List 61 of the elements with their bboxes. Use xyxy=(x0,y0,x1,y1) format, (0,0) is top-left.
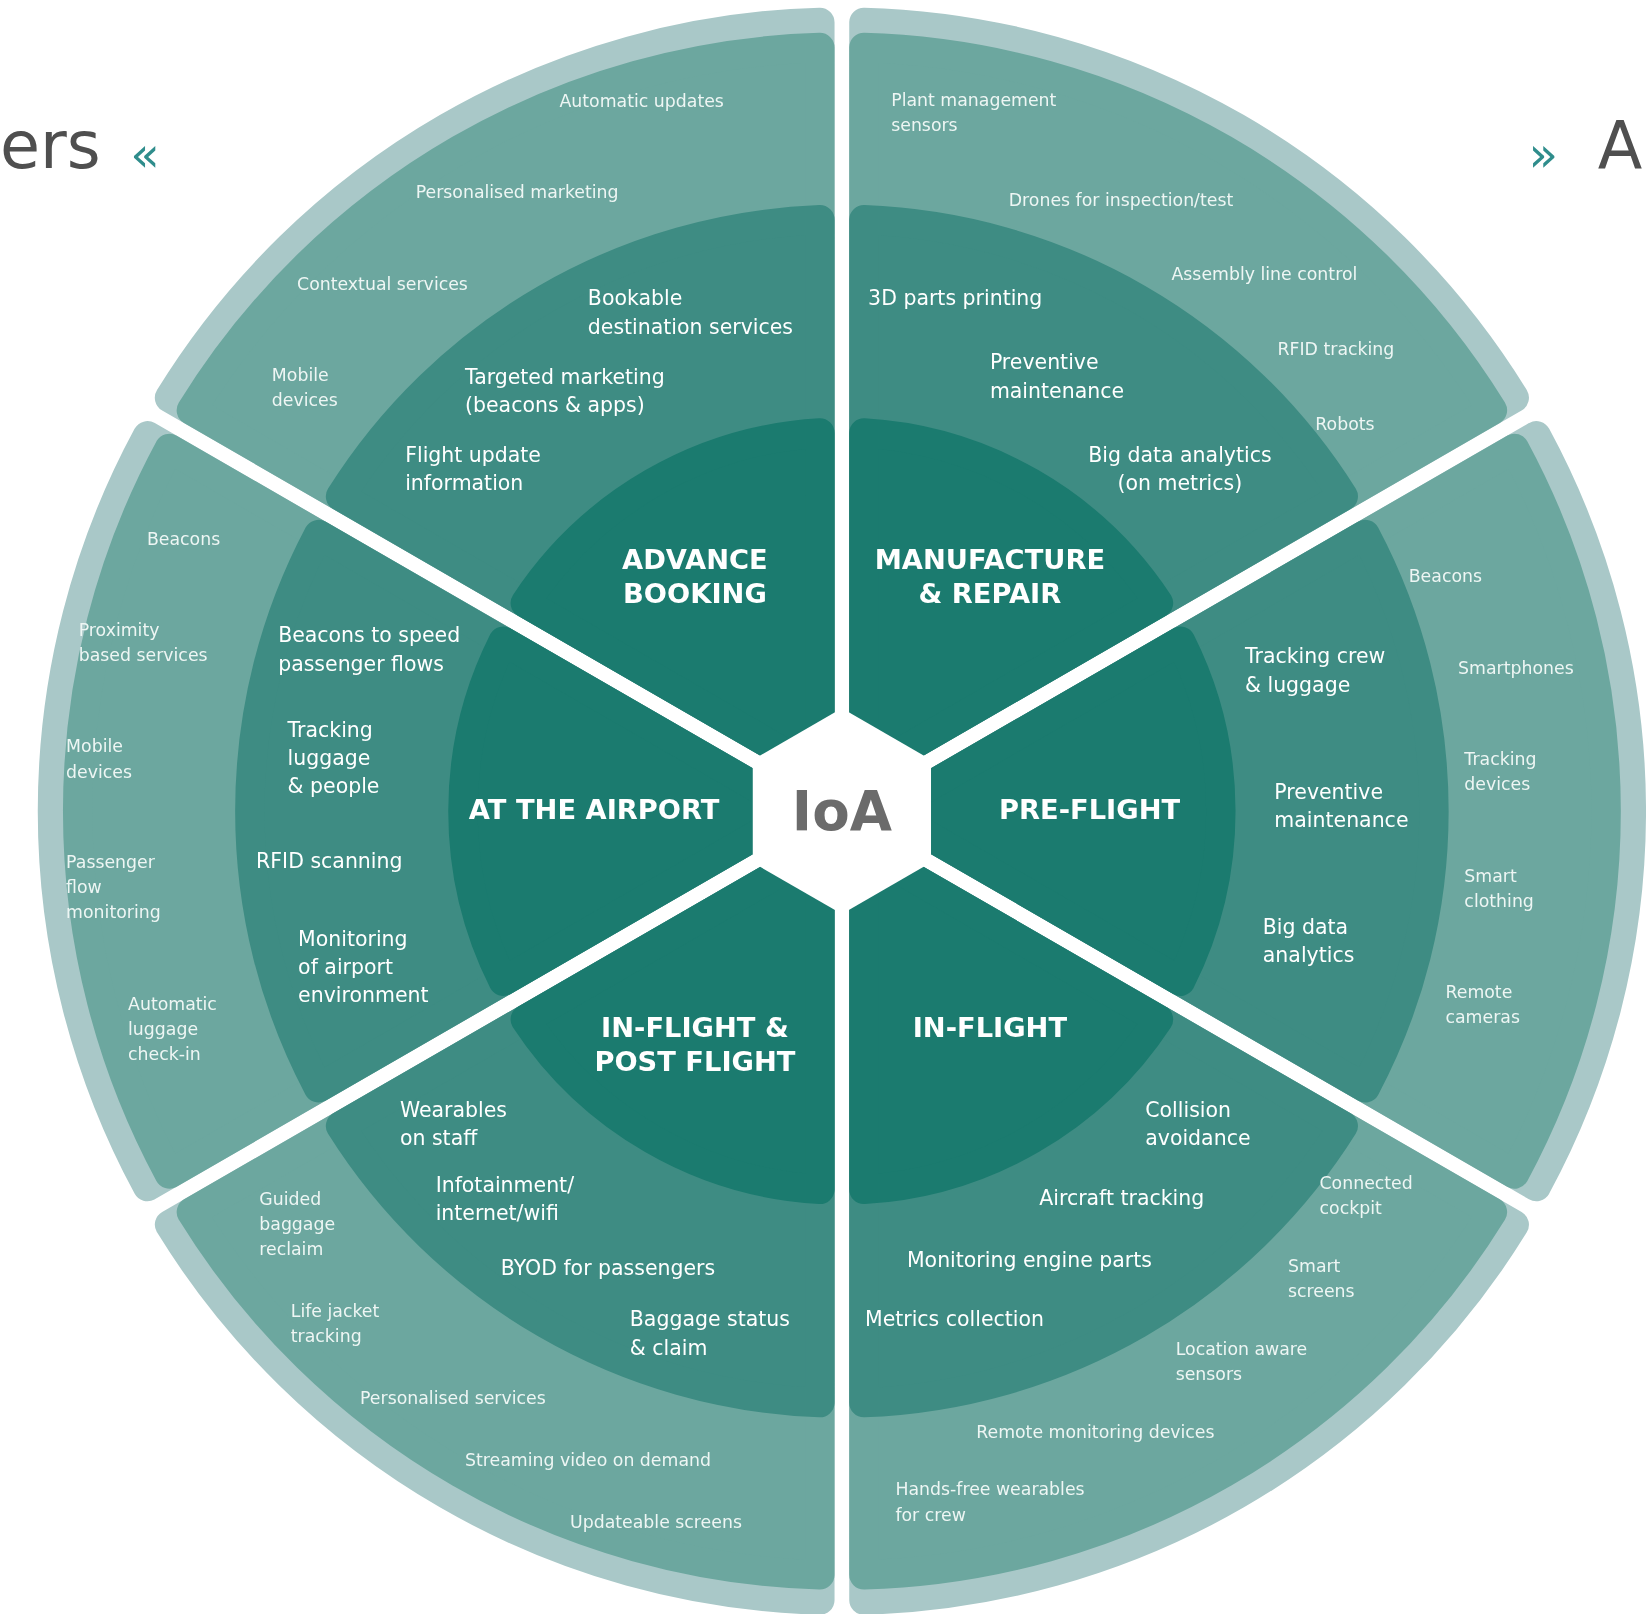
topic-label: Beacons xyxy=(146,527,221,551)
sector-title: ADVANCE BOOKING xyxy=(622,542,768,612)
topic-label: Aircraft tracking xyxy=(1039,1184,1205,1212)
topic-label: Monitoring engine parts xyxy=(906,1246,1152,1274)
topic-label: Connected cockpit xyxy=(1319,1172,1413,1221)
hub-title: IoA xyxy=(791,783,892,839)
topic-label: Flight update information xyxy=(405,441,541,498)
topic-label: Infotainment/ internet/wifi xyxy=(435,1172,575,1228)
sector-title: PRE-FLIGHT xyxy=(999,792,1181,827)
topic-label: Wearables on staff xyxy=(399,1096,507,1153)
topic-label: Big data analytics xyxy=(1262,914,1355,970)
topic-label: Preventive maintenance xyxy=(1274,778,1409,835)
topic-label: Hands-free wearables for crew xyxy=(895,1478,1085,1527)
topic-label: Life jacket tracking xyxy=(290,1300,380,1349)
heading-fragment: ers xyxy=(0,113,101,179)
topic-label: RFID tracking xyxy=(1277,337,1395,361)
topic-label: Beacons xyxy=(1408,565,1482,589)
sector-title: AT THE AIRPORT xyxy=(468,792,720,827)
topic-label: Personalised marketing xyxy=(415,181,619,205)
topic-label: Assembly line control xyxy=(1171,263,1358,287)
topic-label: Preventive maintenance xyxy=(989,349,1124,405)
chevron-mark: » xyxy=(1528,130,1558,179)
topic-label: 3D parts printing xyxy=(868,285,1043,313)
topic-label: Tracking crew & luggage xyxy=(1245,643,1386,699)
topic-label: Beacons to speed passenger flows xyxy=(278,622,461,678)
topic-label: Mobile devices xyxy=(271,364,338,413)
topic-label: Targeted marketing (beacons & apps) xyxy=(465,364,665,420)
topic-label: Personalised services xyxy=(360,1387,546,1411)
heading-fragment: A xyxy=(1597,113,1643,179)
chevron-mark: « xyxy=(130,130,160,179)
topic-label: Collision avoidance xyxy=(1145,1096,1251,1153)
topic-label: Automatic updates xyxy=(559,90,724,114)
topic-label: Passenger flow monitoring xyxy=(66,851,161,925)
topic-label: Plant management sensors xyxy=(891,89,1057,138)
topic-label: Automatic luggage check-in xyxy=(128,992,217,1067)
topic-label: Robots xyxy=(1315,413,1375,437)
topic-label: Remote monitoring devices xyxy=(976,1420,1215,1444)
topic-label: Guided baggage reclaim xyxy=(259,1187,336,1262)
topic-label: BYOD for passengers xyxy=(500,1255,716,1283)
topic-label: Updateable screens xyxy=(570,1511,742,1535)
topic-label: Mobile devices xyxy=(66,735,133,784)
topic-label: Remote cameras xyxy=(1445,981,1520,1030)
sector-title: IN-FLIGHT & POST FLIGHT xyxy=(594,1010,796,1080)
topic-label: Big data analytics (on metrics) xyxy=(1088,441,1272,498)
topic-label: Drones for inspection/test xyxy=(1008,188,1234,212)
topic-label: Baggage status & claim xyxy=(629,1306,790,1362)
sector-title: MANUFACTURE & REPAIR xyxy=(874,542,1106,612)
topic-label: RFID scanning xyxy=(256,847,403,876)
topic-label: Monitoring of airport environment xyxy=(298,925,429,1010)
sector-title: IN-FLIGHT xyxy=(912,1010,1068,1046)
topic-label: Proximity based services xyxy=(78,619,208,668)
topic-label: Smart clothing xyxy=(1464,864,1534,913)
topic-label: Contextual services xyxy=(297,272,468,296)
topic-label: Streaming video on demand xyxy=(465,1449,711,1473)
topic-label: Location aware sensors xyxy=(1175,1338,1308,1387)
topic-label: Bookable destination services xyxy=(587,285,794,341)
topic-label: Smartphones xyxy=(1458,656,1574,680)
topic-label: Smart screens xyxy=(1288,1255,1355,1304)
topic-label: Metrics collection xyxy=(864,1306,1044,1334)
topic-label: Tracking luggage & people xyxy=(287,716,380,801)
topic-label: Tracking devices xyxy=(1464,748,1537,797)
